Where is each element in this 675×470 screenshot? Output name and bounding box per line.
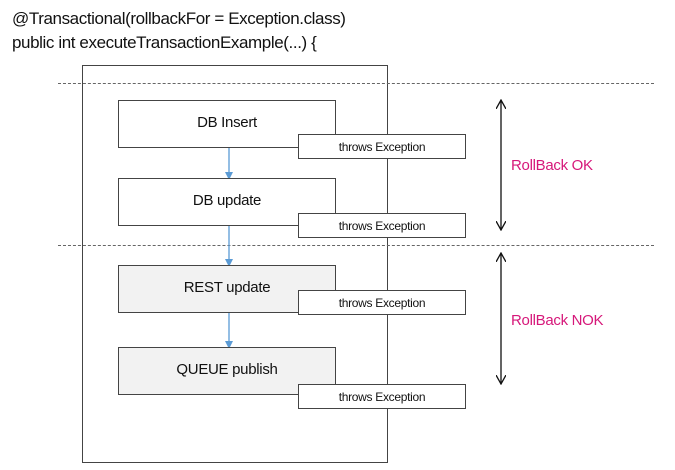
exception-tag-rest-update: throws Exception <box>298 290 466 315</box>
rollback-boundary-divider <box>58 245 654 246</box>
exception-tag-db-update: throws Exception <box>298 213 466 238</box>
step-db-update: DB update <box>118 178 336 226</box>
rollback-ok-label: RollBack OK <box>511 157 593 174</box>
annotation-line: @Transactional(rollbackFor = Exception.c… <box>12 9 346 28</box>
step-rest-update-label: REST update <box>183 279 271 296</box>
step-db-update-label: DB update <box>192 192 262 209</box>
exception-tag-label: throws Exception <box>338 390 426 404</box>
exception-tag-queue-publish: throws Exception <box>298 384 466 409</box>
step-queue-publish-label: QUEUE publish <box>176 361 278 378</box>
method-body-frame <box>82 65 388 463</box>
exception-tag-label: throws Exception <box>338 219 426 233</box>
exception-tag-label: throws Exception <box>338 140 426 154</box>
exception-tag-label: throws Exception <box>338 296 426 310</box>
rollback-ok-top-boundary <box>58 83 654 84</box>
exception-tag-db-insert: throws Exception <box>298 134 466 159</box>
rollback-nok-label: RollBack NOK <box>511 312 604 329</box>
step-db-insert-label: DB Insert <box>197 114 257 131</box>
method-signature-line: public int executeTransactionExample(...… <box>12 33 317 52</box>
